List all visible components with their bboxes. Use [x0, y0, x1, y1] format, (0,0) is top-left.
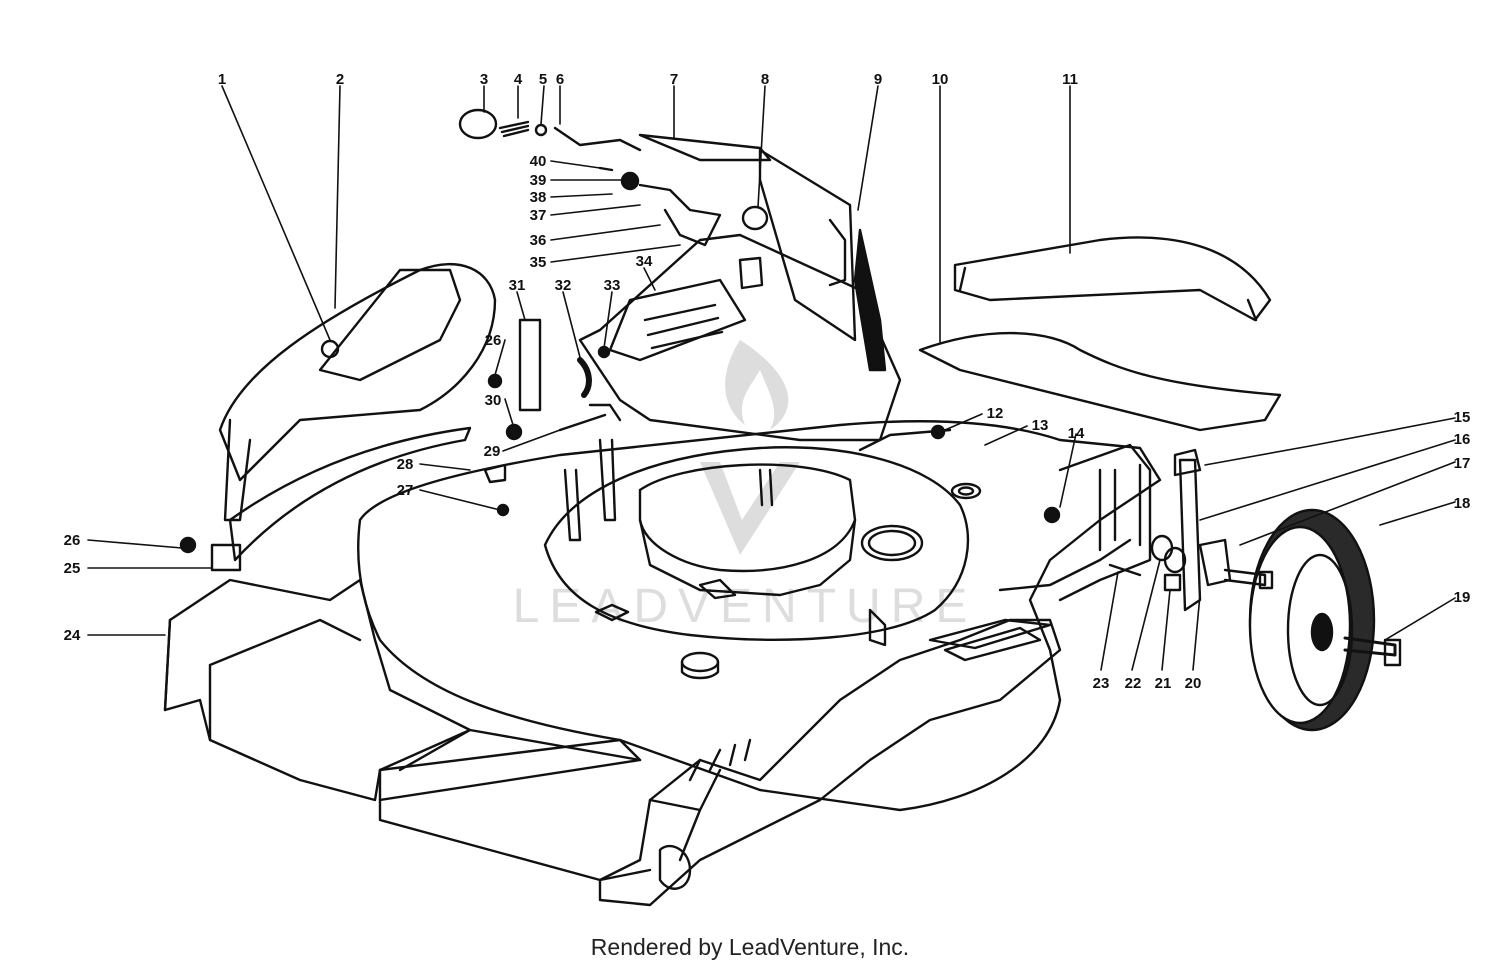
front-bumper: [598, 443, 1152, 907]
callout-33: 33: [604, 277, 621, 294]
callout-22: 22: [1125, 675, 1142, 692]
callout-9: 9: [874, 71, 882, 88]
callout-37: 37: [530, 207, 547, 224]
callout-15: 15: [1454, 409, 1471, 426]
handle-parts: [458, 108, 772, 542]
callout-19: 19: [1454, 589, 1471, 606]
callout-24: 24: [64, 627, 81, 644]
callout-25: 25: [64, 560, 81, 577]
callout-17: 17: [1454, 455, 1471, 472]
callout-28: 28: [397, 456, 414, 473]
callout-12: 12: [987, 405, 1004, 422]
footer-credit: Rendered by LeadVenture, Inc.: [590, 934, 910, 960]
callout-8: 8: [761, 71, 769, 88]
callout-5: 5: [539, 71, 547, 88]
rear-frame: [163, 578, 652, 882]
leader-lines: [87, 85, 1456, 671]
callout-labels: 1 2 3 4 5 6 7 8 9 10 11 12 13 14 15 16 1…: [64, 71, 1471, 692]
callout-36: 36: [530, 232, 547, 249]
watermark-v-icon: [700, 462, 800, 555]
callout-38: 38: [530, 189, 547, 206]
callout-2: 2: [336, 71, 344, 88]
callout-11: 11: [1062, 71, 1078, 88]
callout-20: 20: [1185, 675, 1202, 692]
callout-29: 29: [484, 443, 501, 460]
callout-13: 13: [1032, 417, 1049, 434]
callout-7: 7: [670, 71, 678, 88]
callout-40: 40: [530, 153, 547, 170]
callout-34: 34: [636, 253, 653, 270]
callout-32: 32: [555, 277, 572, 294]
callout-30: 30: [485, 392, 502, 409]
callout-16: 16: [1454, 431, 1471, 448]
callout-14: 14: [1068, 425, 1085, 442]
callout-26-left: 26: [64, 532, 81, 549]
callout-3: 3: [480, 71, 488, 88]
wheel: [1248, 508, 1376, 732]
callout-31: 31: [509, 277, 526, 294]
callout-1: 1: [218, 71, 226, 88]
callout-27: 27: [397, 482, 414, 499]
callout-6: 6: [556, 71, 564, 88]
watermark-flame-icon: [725, 340, 789, 430]
watermark-text: LEADVENTURE: [513, 580, 978, 633]
rear-baffle: [918, 236, 1282, 432]
callout-26-upper: 26: [485, 332, 502, 349]
callout-4: 4: [514, 71, 523, 88]
watermark: LEADVENTURE: [513, 340, 978, 633]
callout-39: 39: [530, 172, 547, 189]
callout-35: 35: [530, 254, 547, 271]
callout-10: 10: [932, 71, 949, 88]
engine-housing: [578, 148, 902, 442]
callout-18: 18: [1454, 495, 1471, 512]
mower-deck: [357, 420, 1162, 812]
deflector-shield: [210, 262, 497, 572]
callout-23: 23: [1093, 675, 1110, 692]
callout-21: 21: [1155, 675, 1172, 692]
